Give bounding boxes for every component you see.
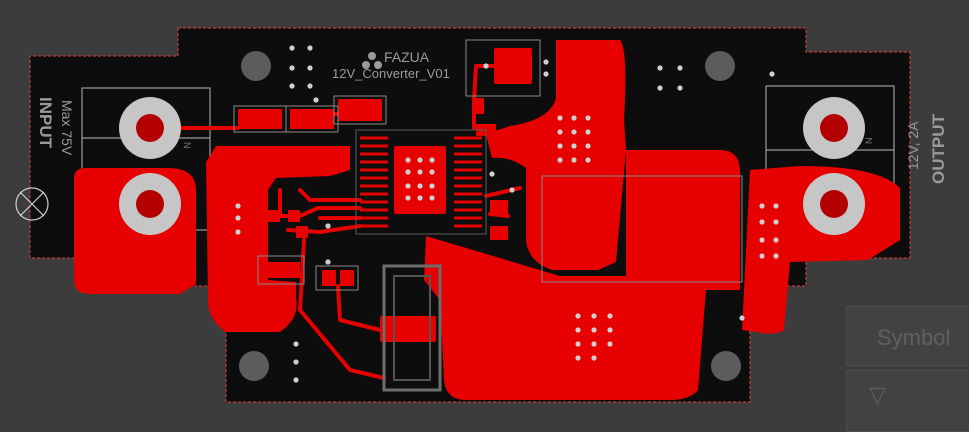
fazua-logo-icon (362, 52, 382, 69)
symbol-panel-label: Symbol (877, 325, 951, 350)
inductor-pad (380, 316, 436, 342)
resistor-pad-b (290, 109, 334, 129)
component-outlines (233, 39, 743, 291)
origin-marker-icon (15, 187, 49, 221)
triangle-down-icon: ▽ (869, 383, 886, 408)
terminal-pads (119, 97, 865, 235)
board-name-label: 12V_Converter_V01 (332, 66, 450, 81)
input-label: INPUT (36, 97, 55, 149)
bootstrap-pour (486, 40, 626, 270)
brand-label: FAZUA (384, 49, 430, 65)
output-spec: 12V, 2A (905, 121, 921, 170)
output-label: OUTPUT (929, 114, 948, 185)
input-vin-pour (206, 146, 350, 332)
symbol-panel[interactable]: Symbol (846, 306, 969, 366)
panel-collapse-button[interactable]: ▽ (846, 370, 969, 432)
inductor-outline (382, 264, 442, 392)
mounting-holes (239, 51, 741, 381)
input-spec: Max 75V (59, 100, 75, 156)
ic-outline (355, 129, 487, 235)
input-pin-label: N (182, 142, 192, 149)
switch-node-pour (424, 150, 740, 400)
top-pad (494, 48, 532, 84)
output-pin-label: N (864, 138, 874, 145)
vias (235, 45, 779, 383)
resistor-pad-a (238, 109, 282, 129)
